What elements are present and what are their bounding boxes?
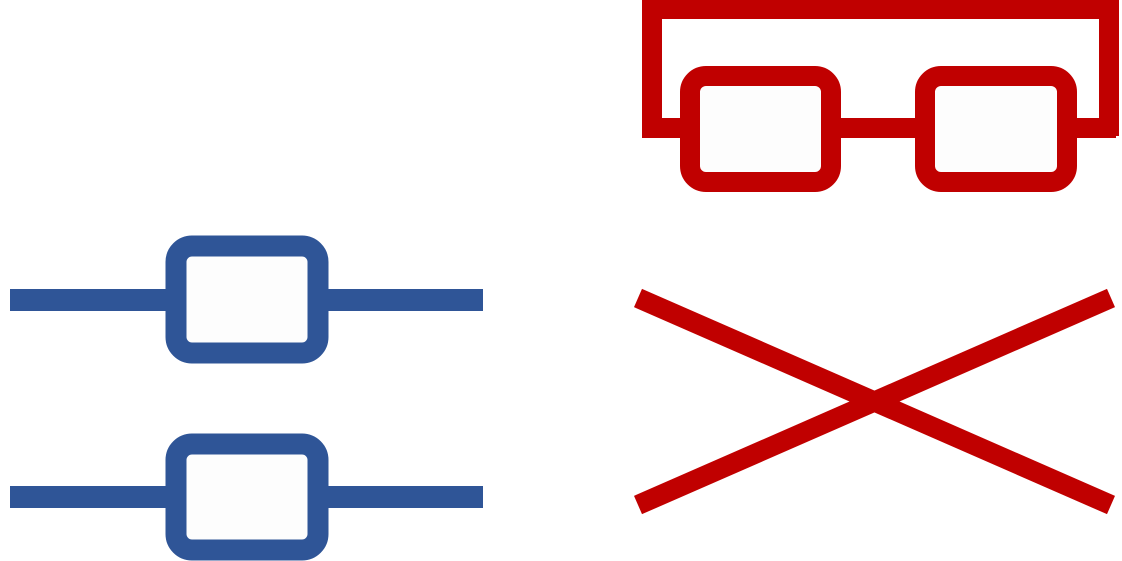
blue-component-bottom: [10, 433, 483, 561]
red-cross: [633, 288, 1116, 515]
blue-top-box: [165, 235, 329, 364]
red-cross-stroke-2: [633, 288, 1116, 515]
red-left-box: [680, 66, 841, 192]
blue-bottom-box: [165, 433, 329, 561]
red-bracket: [642, 0, 1119, 136]
red-right-box: [915, 66, 1077, 192]
red-bridged-components: [642, 0, 1119, 192]
blue-component-top: [10, 235, 483, 364]
